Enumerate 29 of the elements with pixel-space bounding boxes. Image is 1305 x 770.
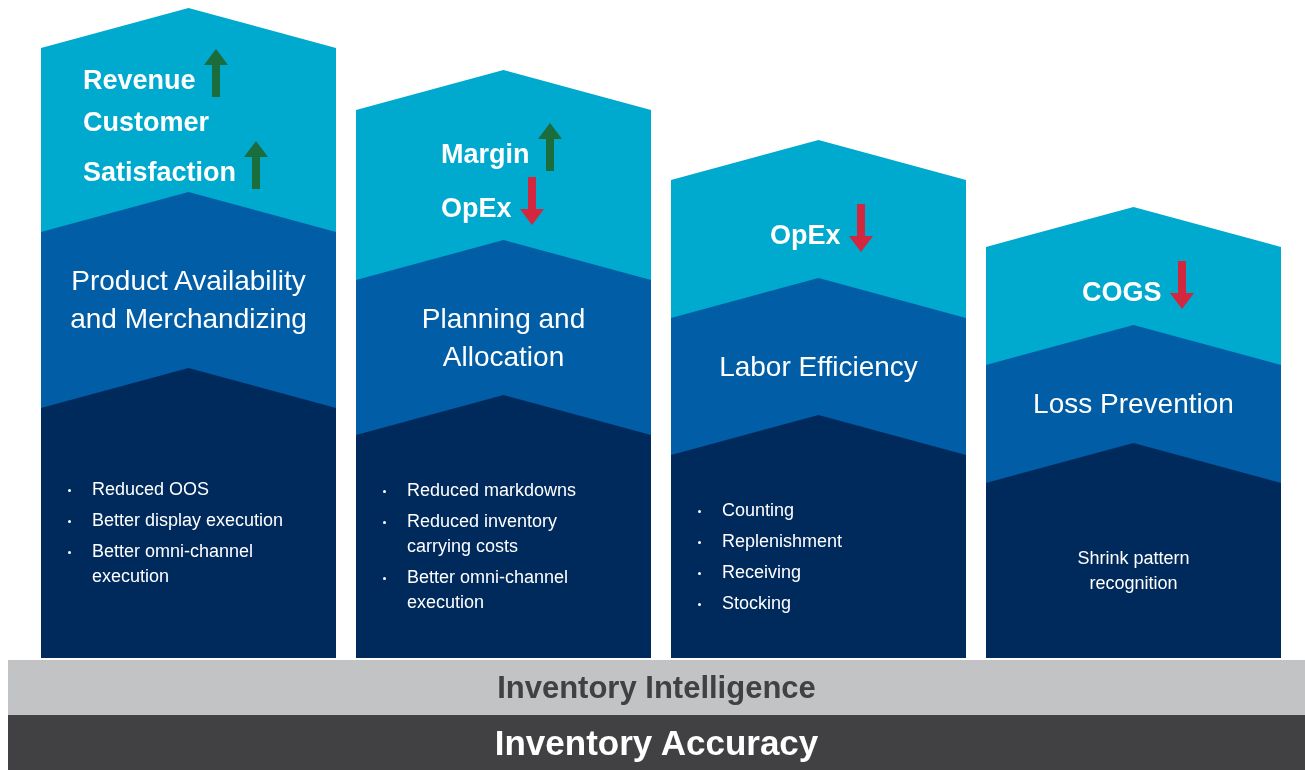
bullet-item: Counting — [698, 497, 926, 523]
detail-band — [986, 443, 1281, 658]
bullet-item: Better omni-channel execution — [68, 539, 296, 589]
category-title: Labor Efficiency — [718, 349, 919, 384]
bar-label: Inventory Intelligence — [497, 669, 816, 706]
detail-band — [356, 395, 651, 658]
metric-label: COGS — [1082, 277, 1162, 307]
bullet-item: Reduced OOS — [68, 477, 296, 502]
detail-text: Shrink pattern recognition — [1076, 546, 1191, 595]
metric-label: OpEx — [441, 193, 512, 223]
bullet-item: Better omni-channel execution — [383, 565, 611, 615]
category-title: Planning and Allocation — [420, 301, 587, 374]
foundation-bar — [8, 660, 1305, 715]
foundation-bar — [8, 715, 1305, 770]
bullet-item: Better display execution — [68, 508, 296, 533]
bullet-item: Stocking — [698, 590, 926, 616]
metric-label: Revenue — [83, 65, 196, 95]
bar-label: Inventory Accuracy — [494, 722, 819, 763]
category-title: Product Availability and Merchandizing — [69, 264, 308, 336]
category-title: Loss Prevention — [1032, 387, 1235, 421]
bullet-item: Reduced markdowns — [383, 478, 611, 503]
detail-band — [671, 415, 966, 658]
bullet-item: Replenishment — [698, 528, 926, 554]
metric-label: Customer Satisfaction — [83, 107, 237, 187]
bullet-item: Reduced inventory carrying costs — [383, 509, 611, 559]
bullet-item: Receiving — [698, 559, 926, 585]
metric-label: OpEx — [770, 220, 841, 250]
detail-band — [41, 368, 336, 658]
metric-label: Margin — [441, 139, 530, 169]
